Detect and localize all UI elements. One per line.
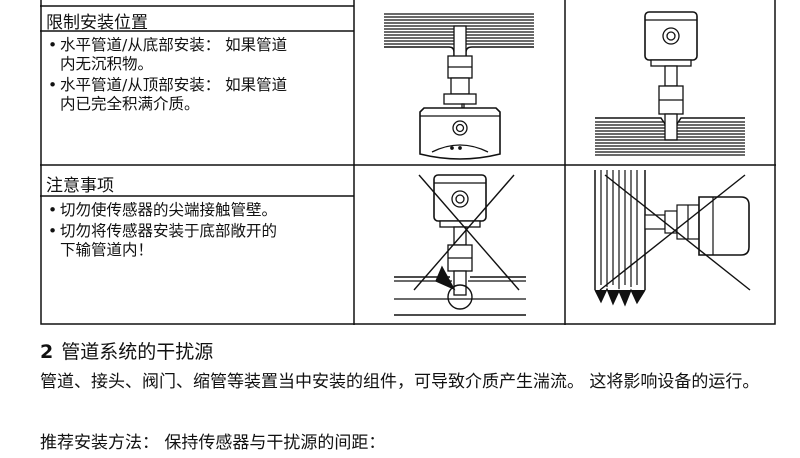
sensor-open-drain-pipe-crossed-icon [594,170,751,307]
bullet-icon: • [48,76,58,94]
row1-bullet-2: •水平管道/从顶部安装： 如果管道 内已完全积满介质。 [48,76,288,113]
row2-bullet-2: •切勿将传感器安装于底部敞开的 下输管道内！ [48,222,278,259]
row1-text-cell: 限制安装位置 •水平管道/从底部安装： 如果管道 内无沉积物。 •水平管道/从顶… [40,6,354,165]
sensor-tip-touching-wall-crossed-icon [394,174,526,316]
bullet-icon: • [48,201,58,219]
section-number: 2 [40,341,54,363]
bullet-icon: • [48,222,58,240]
section-title: 管道系统的干扰源 [61,341,214,363]
row2-header: 注意事项 [46,176,114,196]
table-grid [40,0,776,325]
sensor-top-mount-icon [595,11,745,156]
row1-bullet-1: •水平管道/从底部安装： 如果管道 内无沉积物。 [48,36,288,73]
bullet-icon: • [48,36,58,54]
recommendation-text: 推荐安装方法： 保持传感器与干扰源的间距： [40,433,386,453]
section-heading: 2 管道系统的干扰源 [40,337,213,364]
sensor-bottom-mount-icon [384,13,534,160]
row2-bullet-1: •切勿使传感器的尖端接触管壁。 [48,201,278,219]
row2-text-cell: 注意事项 •切勿使传感器的尖端接触管壁。 •切勿将传感器安装于底部敞开的 下输管… [40,165,354,325]
section-paragraph: 管道、接头、阀门、缩管等装置当中安装的组件，可导致介质产生湍流。 这将影响设备的… [40,372,760,392]
installation-table: 限制安装位置 •水平管道/从底部安装： 如果管道 内无沉积物。 •水平管道/从顶… [40,0,776,325]
row1-header: 限制安装位置 [46,13,148,33]
